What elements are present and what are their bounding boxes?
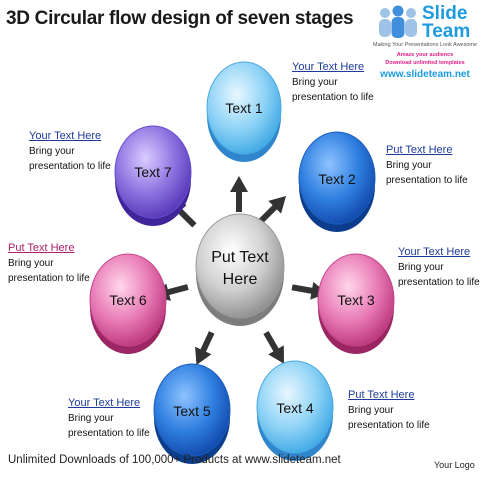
logo-url[interactable]: www.slideteam.net bbox=[380, 69, 470, 80]
annotation-body: Bring your presentation to life bbox=[68, 413, 150, 439]
stage-circle-4[interactable]: Text 4 bbox=[256, 360, 334, 461]
center-label-line1: Put Text bbox=[211, 249, 269, 266]
slideteam-logo[interactable]: Slide Team Making Your Presentations Loo… bbox=[372, 2, 478, 86]
page-title: 3D Circular flow design of seven stages bbox=[6, 8, 354, 29]
annotation-body: Bring your presentation to life bbox=[398, 262, 480, 288]
arrow-to-stage-1-icon bbox=[230, 176, 248, 212]
your-logo-placeholder: Your Logo bbox=[434, 460, 475, 470]
annotation-heading[interactable]: Your Text Here bbox=[292, 61, 365, 73]
annotation-heading[interactable]: Put Text Here bbox=[348, 389, 415, 401]
stage-circle-3[interactable]: Text 3 bbox=[317, 253, 395, 354]
footer-text: Unlimited Downloads of 100,000+ Products… bbox=[8, 454, 341, 466]
stage-7-label: Text 7 bbox=[134, 164, 172, 180]
logo-tagline: Making Your Presentations Look Awesome bbox=[372, 42, 478, 48]
stage-1-label: Text 1 bbox=[225, 100, 263, 116]
logo-promo-2: Download unlimited templates bbox=[385, 60, 465, 66]
annotation-heading[interactable]: Your Text Here bbox=[29, 130, 102, 142]
annotation-heading[interactable]: Put Text Here bbox=[386, 144, 453, 156]
annotation-body: Bring your presentation to life bbox=[29, 146, 111, 172]
stage-circle-2[interactable]: Text 2 bbox=[298, 131, 376, 232]
annotation-heading[interactable]: Put Text Here bbox=[8, 242, 75, 254]
stage-circle-6[interactable]: Text 6 bbox=[89, 253, 167, 354]
center-circle[interactable]: Put Text Here bbox=[195, 213, 285, 326]
annotation-stage-6: Put Text Here Bring your presentation to… bbox=[8, 240, 92, 286]
annotation-stage-1: Your Text Here Bring your presentation t… bbox=[292, 59, 376, 105]
stage-circle-5[interactable]: Text 5 bbox=[153, 363, 231, 464]
stage-4-label: Text 4 bbox=[276, 400, 314, 416]
annotation-heading[interactable]: Your Text Here bbox=[398, 246, 471, 258]
annotation-heading[interactable]: Your Text Here bbox=[68, 397, 141, 409]
logo-promo-1: Amaze your audience bbox=[396, 52, 454, 58]
logo-brand-line1: Slide bbox=[422, 3, 468, 24]
stage-5-label: Text 5 bbox=[173, 403, 211, 419]
center-label-line2: Here bbox=[223, 271, 258, 288]
people-logo-icon bbox=[379, 5, 417, 38]
arrow-to-stage-4-icon bbox=[263, 331, 284, 364]
arrow-to-stage-2-icon bbox=[258, 195, 287, 224]
stage-circle-1[interactable]: Text 1 bbox=[206, 61, 282, 162]
stage-3-label: Text 3 bbox=[337, 292, 375, 308]
arrow-to-stage-5-icon bbox=[195, 331, 215, 366]
annotation-stage-3: Your Text Here Bring your presentation t… bbox=[398, 244, 480, 290]
annotation-body: Bring your presentation to life bbox=[8, 258, 90, 284]
annotation-stage-7: Your Text Here Bring your presentation t… bbox=[29, 128, 113, 174]
annotation-body: Bring your presentation to life bbox=[292, 77, 374, 103]
annotation-stage-4: Put Text Here Bring your presentation to… bbox=[348, 387, 432, 433]
annotation-body: Bring your presentation to life bbox=[348, 405, 430, 431]
annotation-stage-5: Your Text Here Bring your presentation t… bbox=[68, 395, 152, 441]
logo-brand-line2: Team bbox=[422, 21, 471, 42]
annotation-stage-2: Put Text Here Bring your presentation to… bbox=[386, 142, 470, 188]
stage-2-label: Text 2 bbox=[318, 171, 356, 187]
stage-6-label: Text 6 bbox=[109, 292, 147, 308]
annotation-body: Bring your presentation to life bbox=[386, 160, 468, 186]
stage-circle-7[interactable]: Text 7 bbox=[114, 125, 192, 226]
